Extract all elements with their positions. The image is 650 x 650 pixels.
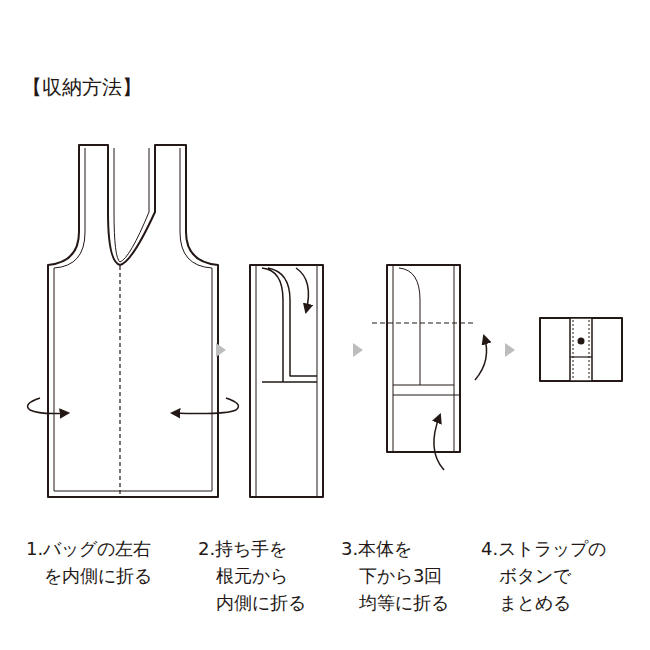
folded-bag (250, 265, 323, 497)
strap (570, 318, 592, 381)
fold-arrow (434, 415, 444, 470)
step-arrow (216, 343, 226, 357)
step-caption: 1.バッグの左右 を内側に折る (26, 535, 152, 589)
fold-edge (256, 265, 317, 497)
folded-bag (387, 265, 460, 452)
step-arrow (353, 343, 363, 357)
packed-bag (540, 318, 622, 381)
step-arrow (505, 343, 515, 357)
fold-arrow (172, 398, 238, 414)
section-title: 【収納方法】 (22, 74, 142, 101)
fold-arrow (28, 398, 68, 414)
fold-edge (393, 265, 460, 452)
fold-line (372, 322, 476, 323)
button (578, 338, 585, 345)
fold-arrow (296, 268, 308, 312)
step-caption: 4.ストラップの ボタンで まとめる (481, 535, 607, 616)
handle-shape (262, 268, 317, 382)
strap-edge (570, 356, 592, 357)
step-caption: 3.本体を 下から3回 均等に折る (341, 535, 449, 616)
fold-arrow (475, 336, 487, 380)
bag-outline (48, 145, 218, 497)
step-caption: 2.持ち手を 根元から 内側に折る (198, 535, 306, 616)
bag-hem (54, 148, 212, 491)
fold-line (119, 266, 120, 497)
strap-stitch (573, 320, 589, 379)
